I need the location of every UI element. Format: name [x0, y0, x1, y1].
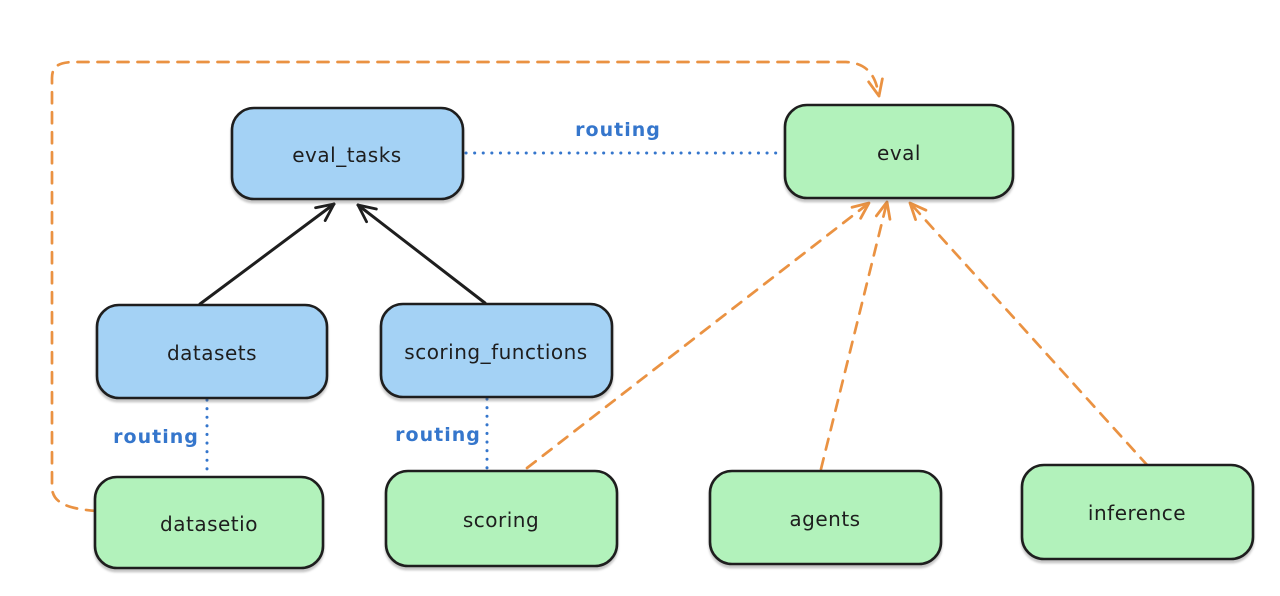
edge-datasetio-to-eval [50, 60, 884, 513]
edge-scoring-functions-to-eval-tasks [356, 203, 487, 305]
node-inference-label: inference [1088, 501, 1186, 525]
node-datasetio: datasetio [93, 475, 325, 570]
node-agents-box [708, 469, 943, 566]
node-eval-label: eval [877, 141, 921, 165]
node-scoring-functions: scoring_functions [379, 302, 614, 399]
node-eval: eval [783, 103, 1015, 200]
node-scoring-functions-box [379, 302, 614, 399]
node-inference-box [1020, 463, 1255, 561]
node-eval-tasks-box [230, 106, 465, 201]
node-scoring-label: scoring [463, 508, 539, 532]
edge-inference-to-eval [908, 201, 1150, 468]
edge-datasets-to-eval-tasks [198, 202, 336, 306]
routing-label-datasets: routing [113, 426, 199, 448]
node-scoring: scoring [384, 469, 619, 568]
node-datasetio-box [93, 475, 325, 570]
node-agents-label: agents [789, 507, 860, 531]
node-scoring-functions-label: scoring_functions [404, 340, 587, 364]
routing-label-scoring: routing [395, 424, 481, 446]
edge-scoring-to-eval [525, 201, 871, 470]
node-agents: agents [708, 469, 943, 566]
node-eval-box [783, 103, 1015, 200]
node-datasets-label: datasets [167, 341, 257, 365]
node-scoring-box [384, 469, 619, 568]
node-eval-tasks: eval_tasks [230, 106, 465, 201]
node-datasetio-label: datasetio [160, 512, 258, 536]
node-eval-tasks-label: eval_tasks [292, 143, 401, 167]
node-datasets: datasets [95, 303, 329, 400]
routing-label-top: routing [575, 119, 661, 141]
node-datasets-box [95, 303, 329, 400]
node-inference: inference [1020, 463, 1255, 561]
edge-agents-to-eval [819, 200, 892, 471]
